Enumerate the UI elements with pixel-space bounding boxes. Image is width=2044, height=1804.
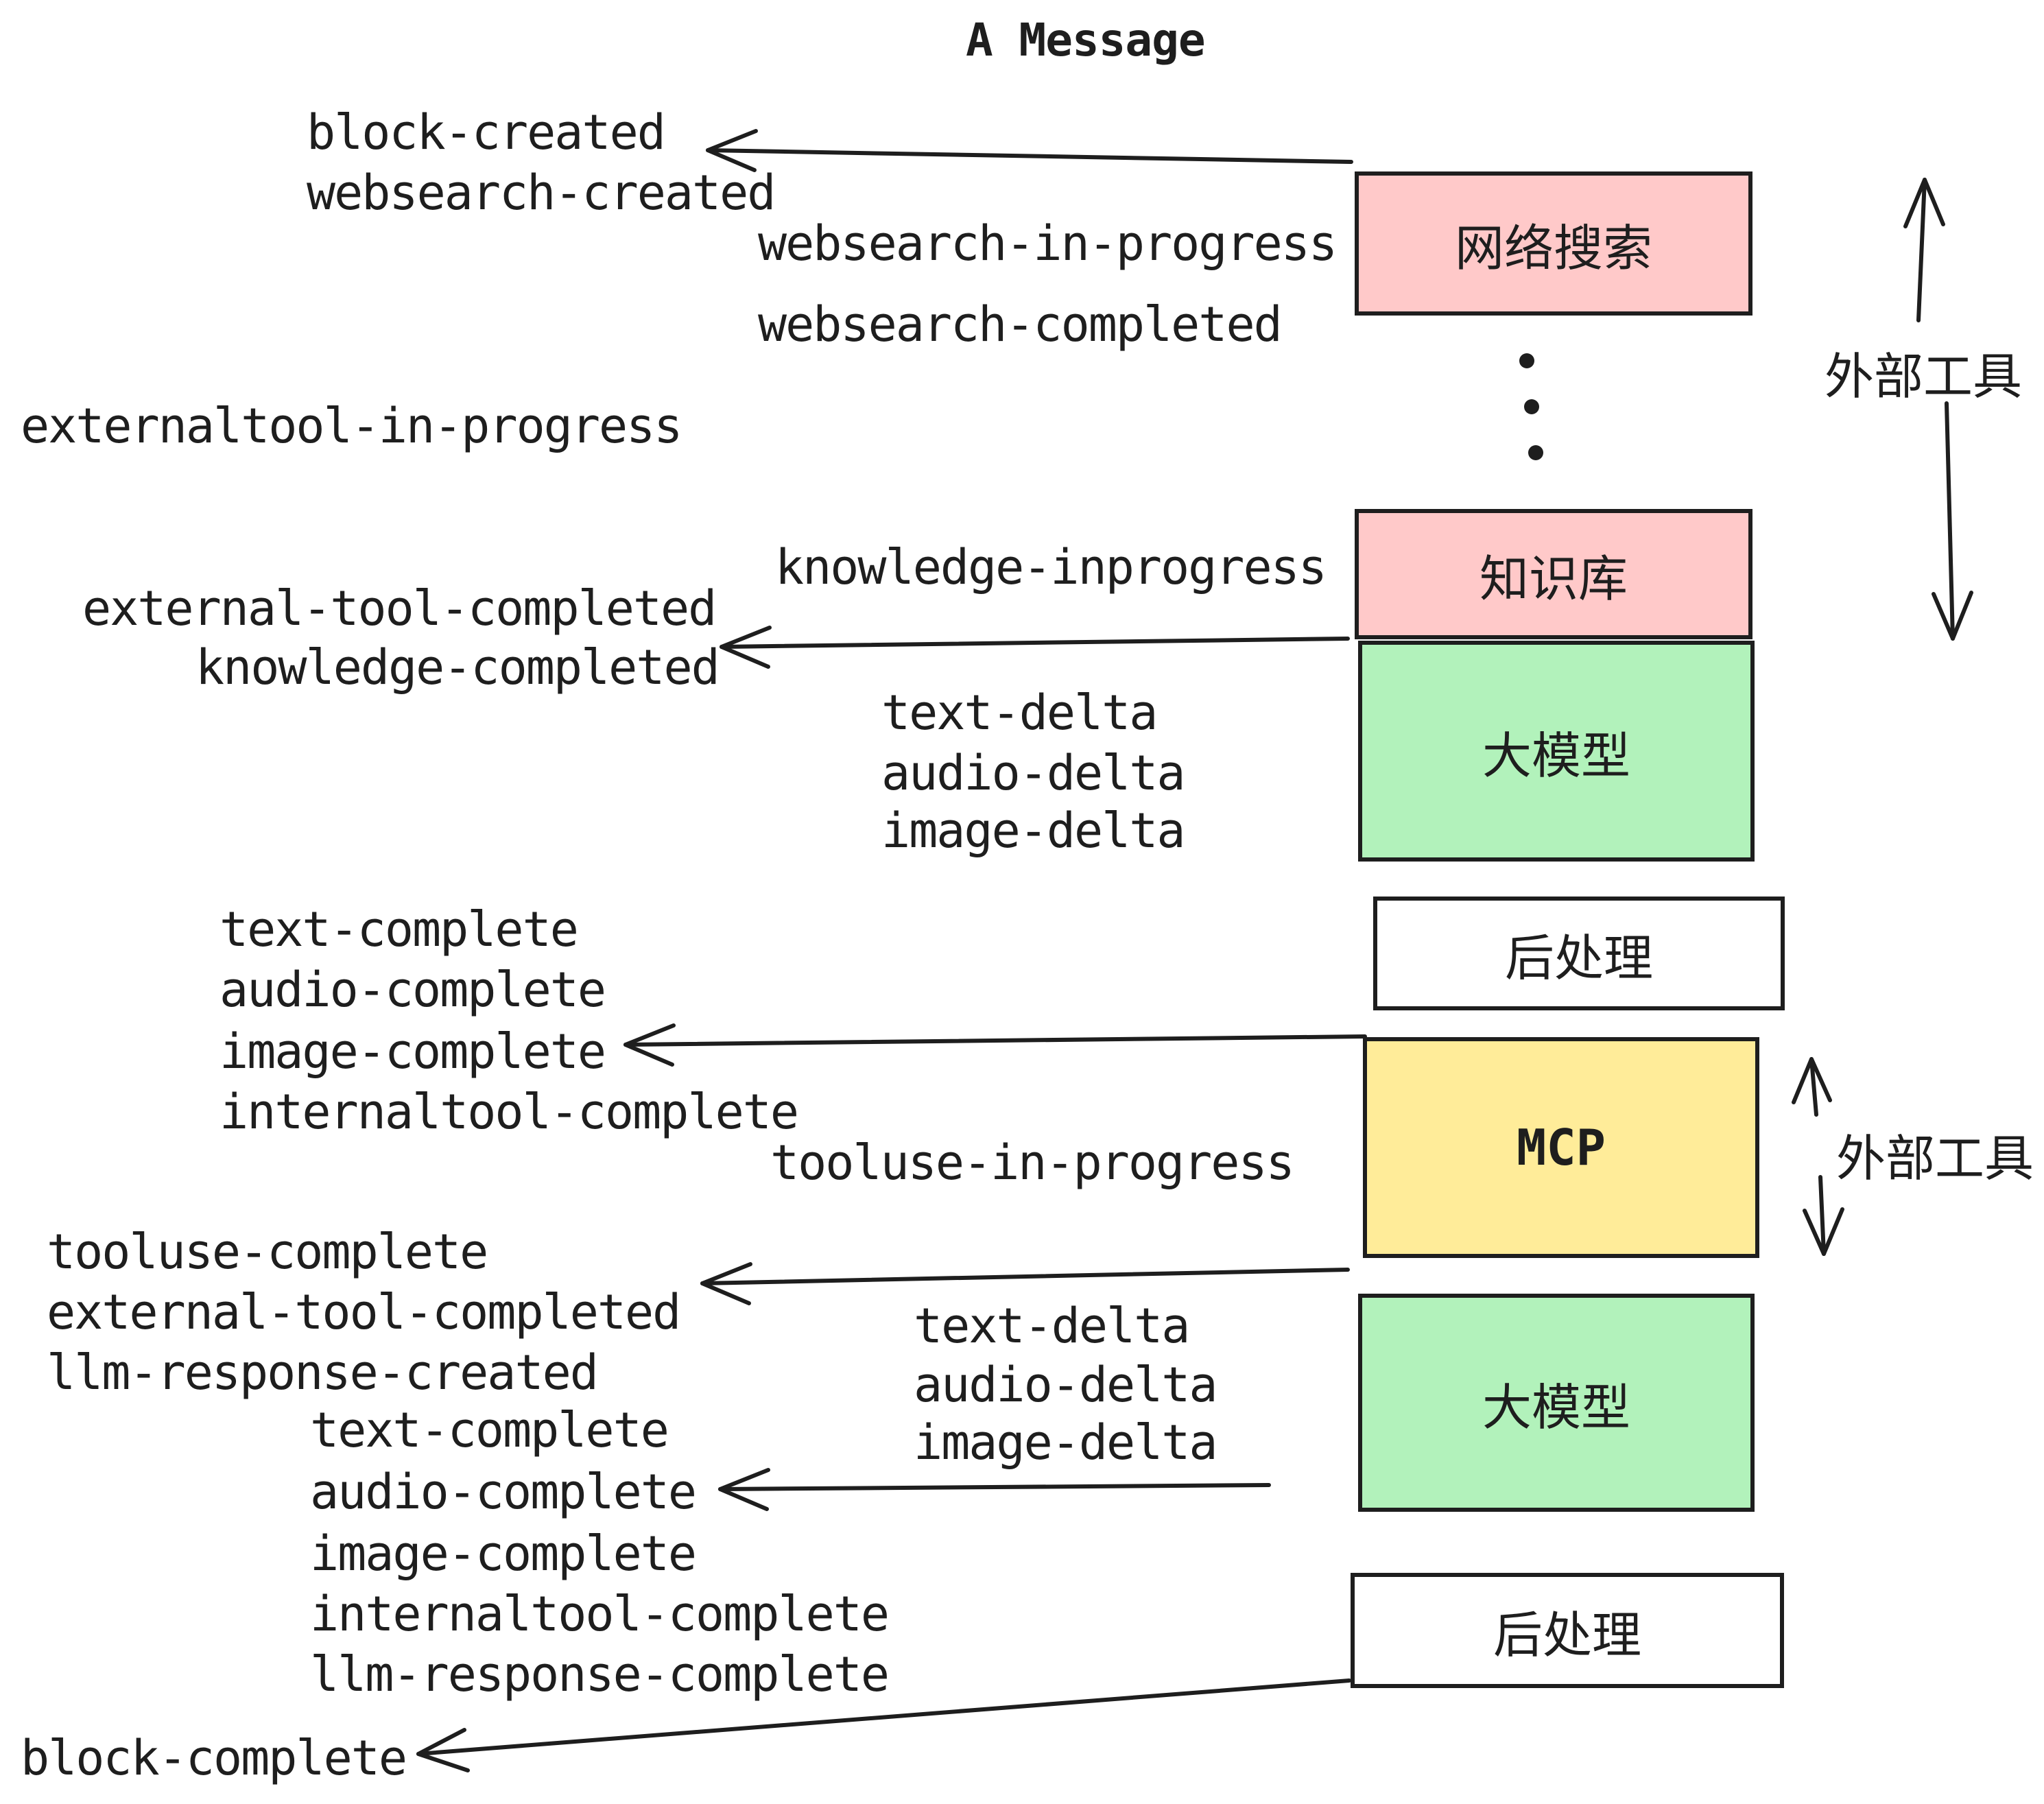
external-tools-up-arrowhead-1 [1903,178,1945,228]
event-internaltool-complete-2: internaltool-complete [310,1586,890,1642]
ellipsis-dot-1 [1519,353,1534,368]
event-image-complete-2: image-complete [310,1526,697,1582]
post-process-box-1-label: 后处理 [1504,929,1653,987]
event-websearch-completed: websearch-completed [758,296,1283,353]
event-websearch-in-progress: websearch-in-progress [758,215,1338,272]
event-websearch-created: websearch-created [307,165,776,221]
external-tools-down-arrow-1 [1945,401,1955,641]
arrowhead-to-knowledge-completed [720,626,772,669]
event-knowledge-inprogress: knowledge-inprogress [775,539,1327,595]
external-tools-down-arrowhead-1 [1932,591,1973,641]
event-image-delta-2: image-delta [914,1414,1218,1471]
event-text-complete-1: text-complete [219,901,579,958]
event-text-complete-2: text-complete [310,1402,669,1458]
external-tools-up-arrow-2 [1809,1057,1818,1117]
event-knowledge-completed: knowledge-completed [195,639,720,696]
arrow-to-image-complete-1 [623,1034,1367,1047]
event-internaltool-complete-1: internaltool-complete [219,1084,799,1140]
event-audio-complete-2: audio-complete [310,1464,697,1520]
external-tools-label-1: 外部工具 [1825,348,2023,405]
ellipsis-dot-3 [1528,445,1543,460]
arrowhead-to-websearch-created [706,129,758,172]
event-text-delta-1: text-delta [881,685,1158,741]
event-externaltool-in-progress: externaltool-in-progress [21,398,682,454]
external-tools-label-2: 外部工具 [1836,1130,2034,1187]
post-process-box-2-label: 后处理 [1493,1606,1641,1664]
arrow-to-websearch-created [706,148,1353,164]
llm-box-2-label: 大模型 [1482,1378,1630,1436]
event-external-tool-completed-1: external-tool-completed [82,580,717,637]
external-tools-up-arrow-1 [1916,178,1927,322]
post-process-box-2: 后处理 [1351,1573,1784,1688]
event-block-created: block-created [307,104,666,161]
mcp-box: MCP [1363,1037,1759,1258]
event-llm-response-complete: llm-response-complete [310,1646,890,1702]
arrow-to-block-complete [416,1678,1351,1756]
event-block-complete: block-complete [21,1730,407,1786]
external-tools-up-arrowhead-2 [1792,1057,1832,1104]
ellipsis-dot-2 [1524,399,1539,414]
external-tools-down-arrowhead-2 [1803,1207,1844,1256]
event-text-delta-2: text-delta [914,1298,1190,1354]
event-llm-response-created: llm-response-created [47,1344,599,1401]
mcp-box-label: MCP [1516,1119,1606,1176]
arrow-to-audio-complete-2 [718,1483,1271,1491]
arrowhead-to-tooluse-complete [700,1262,752,1305]
event-tooluse-complete: tooluse-complete [47,1224,488,1280]
event-tooluse-in-progress: tooluse-in-progress [770,1135,1295,1191]
event-image-delta-1: image-delta [881,803,1186,859]
post-process-box-1: 后处理 [1373,897,1785,1010]
arrowhead-to-audio-complete-2 [718,1468,770,1511]
arrowhead-to-block-complete [416,1728,470,1772]
event-image-complete-1: image-complete [219,1023,606,1080]
llm-box-1-label: 大模型 [1482,726,1630,785]
arrow-to-knowledge-completed [720,637,1350,649]
external-tools-down-arrow-2 [1818,1175,1826,1256]
knowledge-base-box-label: 知识库 [1479,549,1628,608]
arrow-to-tooluse-complete [700,1268,1350,1285]
diagram-title: A Message [966,14,1206,67]
event-audio-delta-2: audio-delta [914,1357,1218,1413]
event-audio-delta-1: audio-delta [881,745,1186,801]
event-audio-complete-1: audio-complete [219,962,606,1018]
websearch-box: 网络搜索 [1355,171,1752,316]
event-external-tool-completed-2: external-tool-completed [47,1284,681,1340]
websearch-box-label: 网络搜索 [1454,219,1652,277]
llm-box-1: 大模型 [1358,641,1755,862]
llm-box-2: 大模型 [1358,1294,1755,1512]
knowledge-base-box: 知识库 [1355,509,1752,639]
arrowhead-to-image-complete-1 [623,1023,676,1067]
